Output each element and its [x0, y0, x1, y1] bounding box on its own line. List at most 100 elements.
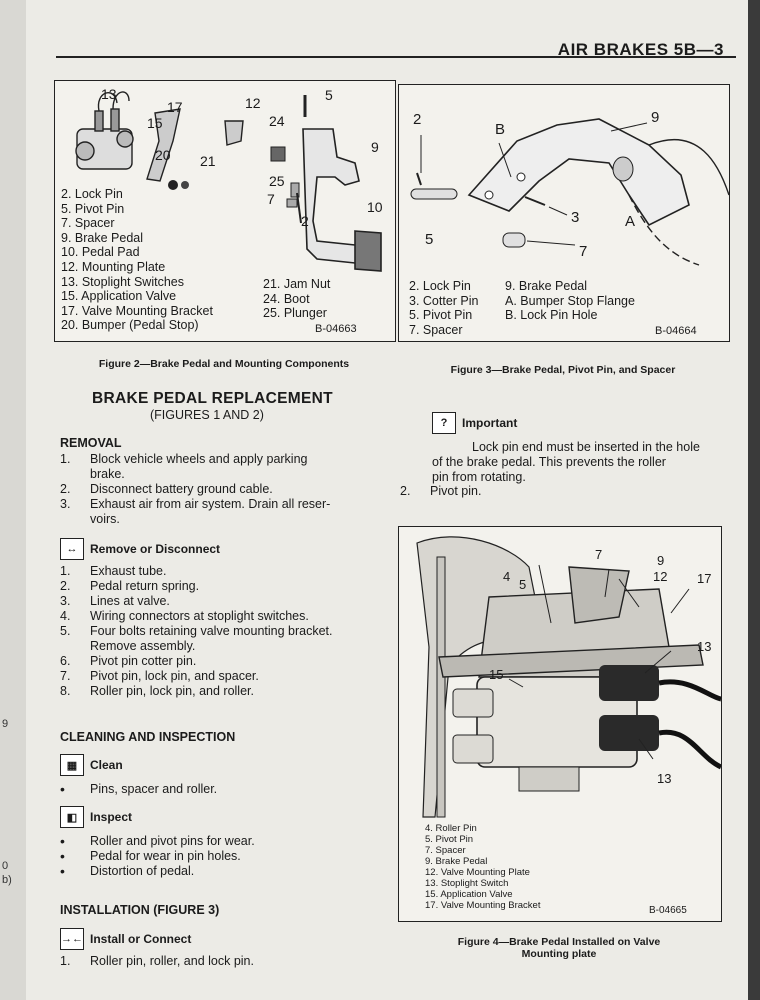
fig3-callout: 3 [571, 209, 580, 226]
remove-disconnect-label: Remove or Disconnect [90, 542, 221, 556]
list-item: •Roller and pivot pins for wear. [60, 833, 255, 849]
fig4-callout: 5 [519, 577, 527, 592]
fig3-callout: A [625, 213, 636, 230]
figure-code: B-04663 [315, 323, 357, 335]
figure-code: B-04665 [649, 905, 687, 916]
clean-items: •Pins, spacer and roller. [60, 782, 400, 797]
important-text: Lock pin end must be inserted in the hol… [432, 440, 728, 485]
list-item: brake. [90, 467, 125, 481]
figure-4-illustration [399, 527, 721, 921]
fig4-callout: 9 [657, 553, 665, 568]
legend-item: 25. Plunger [263, 306, 327, 321]
figure-3: 2 B 9 3 A 5 7 2. Lock Pin 3. Cotter Pin … [398, 84, 730, 342]
legend-item: 10. Pedal Pad [61, 245, 140, 260]
fig3-callout: 7 [579, 243, 588, 260]
legend-item: 7. Spacer [409, 322, 463, 337]
figure-2-caption: Figure 2—Brake Pedal and Mounting Compon… [98, 358, 350, 370]
header-rule [56, 56, 736, 58]
list-item: Remove assembly. [90, 639, 196, 653]
figure-4-caption: Figure 4—Brake Pedal Installed on Valve … [398, 936, 720, 960]
install-label: Install or Connect [90, 932, 192, 946]
section-title: BRAKE PEDAL REPLACEMENT [92, 390, 333, 407]
list-item: •Pins, spacer and roller. [60, 781, 218, 797]
legend-item: 13. Stoplight Switch [425, 878, 509, 889]
list-item: 4.Wiring connectors at stoplight switche… [60, 609, 309, 623]
fig4-callout: 13 [657, 771, 672, 786]
installation-heading: INSTALLATION (FIGURE 3) [60, 903, 220, 917]
remove-disconnect-block: ↔ Remove or Disconnect [60, 538, 220, 560]
fig2-callout: 9 [371, 139, 379, 155]
fig3-callout: 2 [413, 111, 422, 128]
install-connect-icon: →← [60, 928, 84, 950]
important-label: Important [462, 416, 518, 430]
list-item: 2.Pedal return spring. [60, 579, 200, 593]
clean-label: Clean [90, 758, 123, 772]
fig4-legend: 4. Roller Pin 5. Pivot Pin 7. Spacer 9. … [425, 823, 540, 911]
fig2-callout: 25 [269, 173, 285, 189]
legend-item: 5. Pivot Pin [409, 308, 473, 323]
fig2-callout: 21 [200, 153, 216, 169]
important-icon: ? [432, 412, 456, 434]
cleaning-heading: CLEANING AND INSPECTION [60, 730, 236, 744]
fig2-callout: 13 [101, 86, 117, 102]
fig2-callout: 7 [267, 191, 275, 207]
fig4-callout: 4 [503, 569, 511, 584]
remove-steps: 1.Exhaust tube. 2.Pedal return spring. 3… [60, 564, 400, 699]
clean-block: ▦ Clean [60, 754, 123, 776]
fig3-legend-right: 9. Brake Pedal A. Bumper Stop Flange B. … [505, 279, 635, 323]
fig2-callout: 2 [301, 213, 309, 229]
inspect-items: •Roller and pivot pins for wear. •Pedal … [60, 834, 400, 879]
legend-item: 15. Application Valve [61, 289, 177, 304]
fig2-callout: 10 [367, 199, 383, 215]
list-item: voirs. [90, 512, 120, 526]
legend-item: 21. Jam Nut [263, 277, 331, 291]
list-item: 5.Four bolts retaining valve mounting br… [60, 624, 333, 638]
fig4-callout: 15 [489, 667, 504, 682]
legend-item: 20. Bumper (Pedal Stop) [61, 318, 199, 333]
important-block: ? Important [432, 412, 517, 434]
fig2-callout: 24 [269, 113, 285, 129]
legend-item: 5. Pivot Pin [61, 201, 125, 216]
list-item: •Pedal for wear in pin holes. [60, 848, 241, 864]
text-line: Lock pin end must be inserted in the hol… [472, 440, 700, 454]
fig3-legend-left: 2. Lock Pin 3. Cotter Pin 5. Pivot Pin 7… [409, 279, 478, 337]
caption-line: Figure 4—Brake Pedal Installed on Valve [457, 936, 661, 948]
list-item: 3.Exhaust air from air system. Drain all… [60, 497, 331, 511]
inspect-icon: ◧ [60, 806, 84, 828]
list-item: 7.Pivot pin, lock pin, and spacer. [60, 669, 259, 683]
prev-page-mark: 0 [2, 860, 9, 872]
figure-code: B-04664 [655, 325, 697, 337]
legend-item: 2. Lock Pin [61, 187, 123, 201]
fig4-callout: 12 [653, 569, 668, 584]
section-subtitle: (FIGURES 1 AND 2) [150, 408, 264, 422]
list-item: 2.Disconnect battery ground cable. [60, 482, 273, 496]
fig3-callout: B [495, 121, 506, 138]
install-block: →← Install or Connect [60, 928, 191, 950]
legend-item: 24. Boot [263, 291, 310, 306]
legend-item: 4. Roller Pin [425, 823, 477, 834]
fig2-callout: 12 [245, 95, 261, 111]
fig2-legend-right: 21. Jam Nut 24. Boot 25. Plunger [263, 277, 330, 321]
fig2-legend-left: 2. Lock Pin 5. Pivot Pin 7. Spacer 9. Br… [61, 187, 213, 333]
legend-item: 15. Application Valve [425, 889, 513, 900]
fig2-callout: 17 [167, 99, 183, 115]
legend-item: B. Lock Pin Hole [505, 308, 598, 323]
fig3-callout: 9 [651, 109, 660, 126]
list-item: 2.Pivot pin. [400, 484, 482, 498]
figure-2-illustration [75, 91, 382, 272]
list-item: 3.Lines at valve. [60, 594, 170, 608]
legend-item: 12. Mounting Plate [61, 259, 166, 274]
clean-icon: ▦ [60, 754, 84, 776]
inspect-label: Inspect [90, 810, 133, 824]
remove-disconnect-icon: ↔ [60, 538, 84, 560]
fig4-callout: 13 [697, 639, 712, 654]
legend-item: 9. Brake Pedal [425, 856, 488, 867]
legend-item: 5. Pivot Pin [425, 834, 474, 845]
legend-item: 12. Valve Mounting Plate [425, 867, 530, 878]
fig2-callout: 5 [325, 87, 333, 103]
manual-page: AIR BRAKES 5B—3 [26, 0, 748, 1000]
page-header-title: AIR BRAKES 5B—3 [557, 40, 724, 59]
legend-item: 17. Valve Mounting Bracket [61, 303, 213, 318]
list-item: 8.Roller pin, lock pin, and roller. [60, 684, 254, 698]
prev-page-mark: 9 [2, 718, 9, 730]
